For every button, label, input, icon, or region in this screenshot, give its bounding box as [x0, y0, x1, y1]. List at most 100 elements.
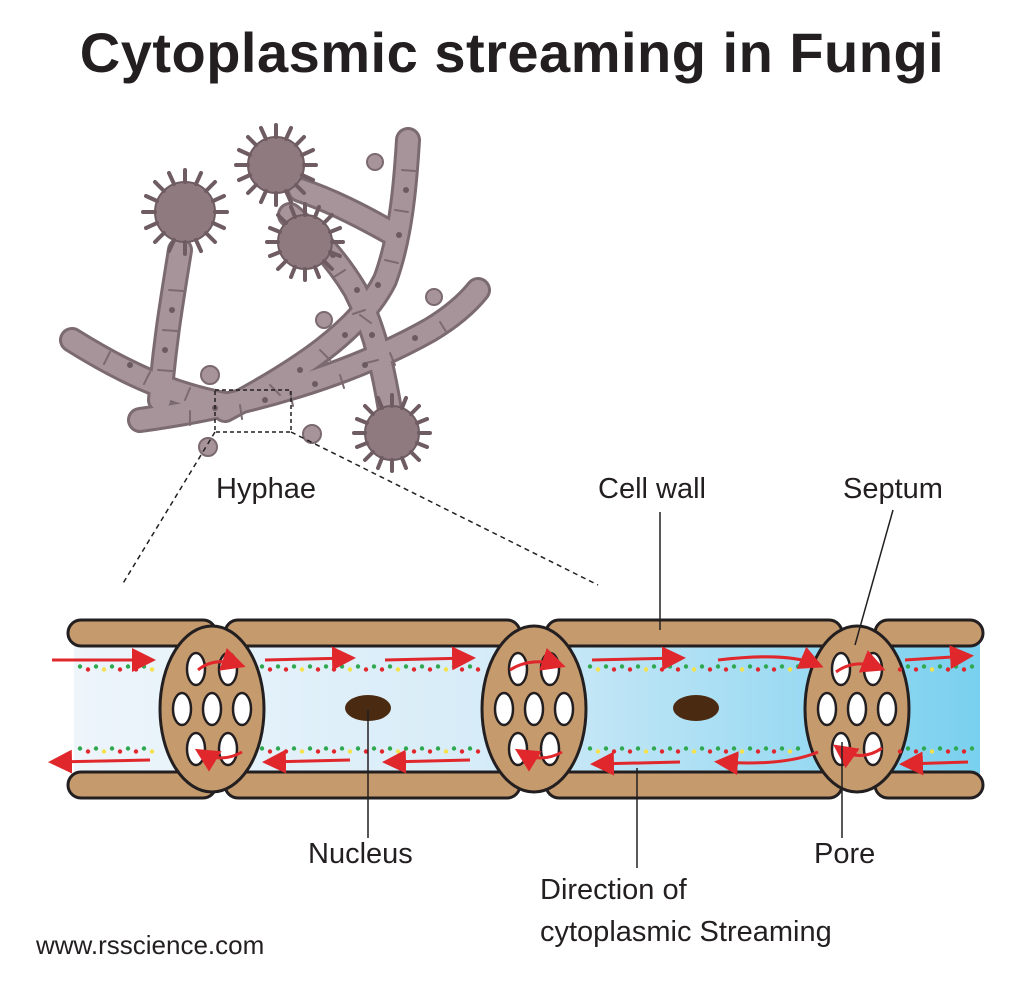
particle-dot: [667, 664, 673, 669]
particle-dot: [945, 667, 951, 672]
particle-dot: [117, 749, 123, 754]
particle-dot: [945, 749, 951, 754]
particle-dot: [755, 667, 761, 672]
particle-dot: [133, 667, 139, 672]
particle-dot: [451, 664, 457, 669]
particle-dot: [109, 664, 115, 669]
particle-dot: [763, 664, 769, 669]
particle-dot: [283, 749, 289, 754]
particle-dot: [627, 667, 633, 672]
cell-wall-label: Cell wall: [598, 473, 706, 505]
particle-dot: [347, 667, 353, 672]
particle-dot: [683, 664, 689, 669]
particle-dot: [275, 664, 281, 669]
particle-dot: [921, 746, 927, 751]
particle-dot: [731, 664, 737, 669]
particle-dot: [691, 667, 697, 672]
particle-dot: [723, 749, 729, 754]
particle-dot: [459, 667, 465, 672]
particle-dot: [961, 749, 967, 754]
particle-dot: [379, 749, 385, 754]
particle-dot: [371, 746, 377, 751]
particle-dot: [787, 667, 793, 672]
particle-dot: [937, 664, 943, 669]
zoom-guide-lines: [121, 431, 599, 586]
particle-dot: [299, 667, 305, 672]
hypha-cross-section: [48, 618, 985, 800]
particle-dot: [427, 667, 433, 672]
particle-dot: [339, 746, 345, 751]
page-title: Cytoplasmic streaming in Fungi: [79, 21, 945, 84]
particle-dot: [475, 749, 481, 754]
particle-dot: [125, 746, 131, 751]
particle-dot: [969, 746, 975, 751]
particle-dot: [595, 749, 601, 754]
particle-dot: [315, 749, 321, 754]
septum-1: [158, 624, 266, 794]
particle-dot: [141, 746, 147, 751]
particle-dot: [913, 749, 919, 754]
particle-dot: [643, 749, 649, 754]
particle-dot: [467, 664, 473, 669]
nucleus-label: Nucleus: [308, 838, 413, 870]
particle-dot: [619, 746, 625, 751]
direction-label-line2: cytoplasmic Streaming: [540, 916, 832, 948]
particle-dot: [603, 664, 609, 669]
particle-dot: [291, 746, 297, 751]
particle-dot: [691, 749, 697, 754]
zoom-selection-box: [214, 389, 292, 433]
particle-dot: [897, 667, 903, 672]
particle-dot: [435, 746, 441, 751]
particle-dot: [109, 746, 115, 751]
particle-dot: [419, 746, 425, 751]
particle-dot: [275, 746, 281, 751]
particle-dot: [411, 749, 417, 754]
particle-dot: [587, 746, 593, 751]
particle-dot: [779, 664, 785, 669]
nucleus-1: [345, 695, 391, 721]
particle-dot: [93, 746, 99, 751]
particle-dot: [259, 664, 265, 669]
particle-dot: [259, 746, 265, 751]
particle-dot: [731, 746, 737, 751]
particle-dot: [969, 664, 975, 669]
particle-dot: [307, 664, 313, 669]
particle-dot: [683, 746, 689, 751]
pore-label: Pore: [814, 838, 876, 870]
particle-dot: [929, 667, 935, 672]
particle-dot: [795, 664, 801, 669]
label-leader-lines: [367, 509, 894, 868]
particle-dot: [787, 749, 793, 754]
particle-dot: [459, 749, 465, 754]
particle-dot: [315, 667, 321, 672]
particle-dot: [771, 667, 777, 672]
particle-dot: [339, 664, 345, 669]
particle-dot: [795, 746, 801, 751]
particle-dot: [699, 746, 705, 751]
particle-dot: [897, 749, 903, 754]
particle-dot: [411, 667, 417, 672]
particle-dot: [643, 667, 649, 672]
particle-dot: [929, 749, 935, 754]
particle-dot: [659, 667, 665, 672]
hyphae-label: Hyphae: [216, 473, 316, 505]
particle-dot: [763, 746, 769, 751]
particle-dot: [587, 664, 593, 669]
particle-dot: [651, 746, 657, 751]
hyphae-network: [59, 123, 491, 473]
particle-dot: [427, 749, 433, 754]
particle-dot: [715, 664, 721, 669]
septum-label: Septum: [843, 473, 943, 505]
particle-dot: [921, 664, 927, 669]
particle-dot: [707, 749, 713, 754]
direction-label-line1: Direction of: [540, 874, 687, 906]
particle-dot: [331, 667, 337, 672]
particle-dot: [331, 749, 337, 754]
particle-dot: [443, 749, 449, 754]
particle-dot: [299, 749, 305, 754]
septum-2: [480, 624, 588, 794]
particle-dot: [451, 746, 457, 751]
particle-dot: [953, 746, 959, 751]
particle-dot: [403, 746, 409, 751]
